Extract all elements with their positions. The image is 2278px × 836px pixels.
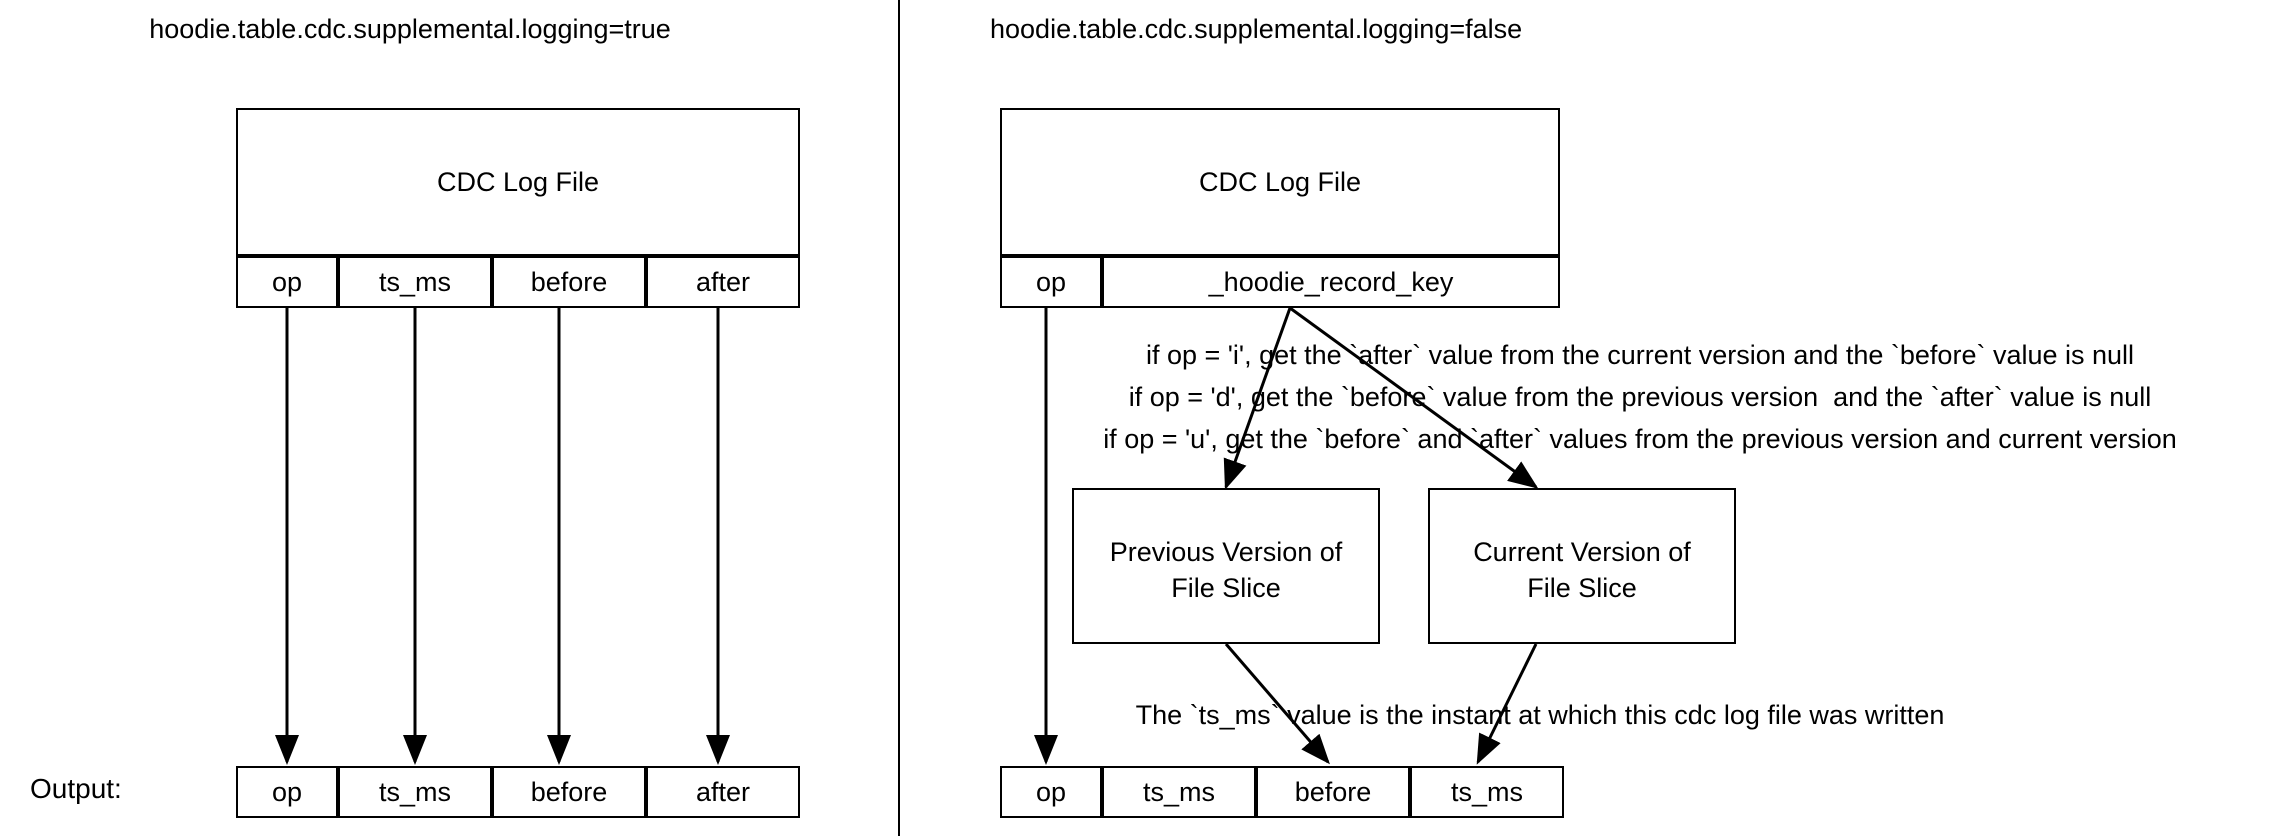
right-cdc-log-file-title: CDC Log File [1198,166,1362,197]
left-column-after: after [646,256,800,308]
right-output-op-label: op [1035,776,1067,807]
left-column-after-label: after [695,266,751,297]
left-column-before-label: before [530,266,608,297]
left-column-ts-ms: ts_ms [338,256,492,308]
previous-version-box-line2: File Slice [1171,573,1281,604]
right-column-op: op [1000,256,1102,308]
left-column-op-label: op [271,266,303,297]
left-output-after: after [646,766,800,818]
note-line-update: if op = 'u', get the `before` and `after… [1103,424,2177,454]
right-column-hoodie-record-key-label: _hoodie_record_key [1208,266,1454,297]
current-version-box-line1: Current Version of [1473,537,1691,567]
right-cdc-log-file-box: CDC Log File [1000,108,1560,256]
panel-divider [898,0,900,836]
left-output-ts-ms-label: ts_ms [378,776,451,807]
previous-version-box: Previous Version of File Slice [1072,488,1380,644]
current-version-box-line2: File Slice [1527,573,1637,604]
left-cdc-log-file-box: CDC Log File [236,108,800,256]
left-output-before: before [492,766,646,818]
left-column-ts-ms-label: ts_ms [378,266,451,297]
left-output-before-label: before [530,776,608,807]
right-output-before-label: before [1294,776,1372,807]
left-column-before: before [492,256,646,308]
output-label: Output: [30,773,122,804]
left-output-ts-ms: ts_ms [338,766,492,818]
arrow-current-version-to-ts-ms [1476,643,1538,765]
right-output-ts-ms-label: ts_ms [1142,776,1215,807]
right-output-before: before [1256,766,1410,818]
left-column-op: op [236,256,338,308]
left-output-op: op [236,766,338,818]
panel-title-left: hoodie.table.cdc.supplemental.logging=tr… [149,14,671,44]
note-line-insert: if op = 'i', get the `after` value from … [1145,340,2135,370]
previous-version-box-line1: Previous Version of [1109,537,1343,567]
note-line-delete: if op = 'd', get the `before` value from… [1128,382,2152,412]
right-column-op-label: op [1035,266,1067,297]
panel-title-right: hoodie.table.cdc.supplemental.logging=fa… [990,14,1523,44]
left-cdc-log-file-title: CDC Log File [436,166,600,197]
right-output-ts-ms-2: ts_ms [1410,766,1564,818]
right-output-op: op [1000,766,1102,818]
arrow-record-key-to-current [1289,306,1539,489]
left-output-op-label: op [271,776,303,807]
right-column-hoodie-record-key: _hoodie_record_key [1102,256,1560,308]
right-output-ts-ms-2-label: ts_ms [1450,776,1523,807]
arrow-previous-version-to-before [1224,643,1330,765]
note-line-ts-ms: The `ts_ms` value is the instant at whic… [1135,700,1945,730]
left-output-after-label: after [695,776,751,807]
right-output-ts-ms: ts_ms [1102,766,1256,818]
arrow-record-key-to-previous [1223,307,1292,490]
current-version-box: Current Version of File Slice [1428,488,1736,644]
